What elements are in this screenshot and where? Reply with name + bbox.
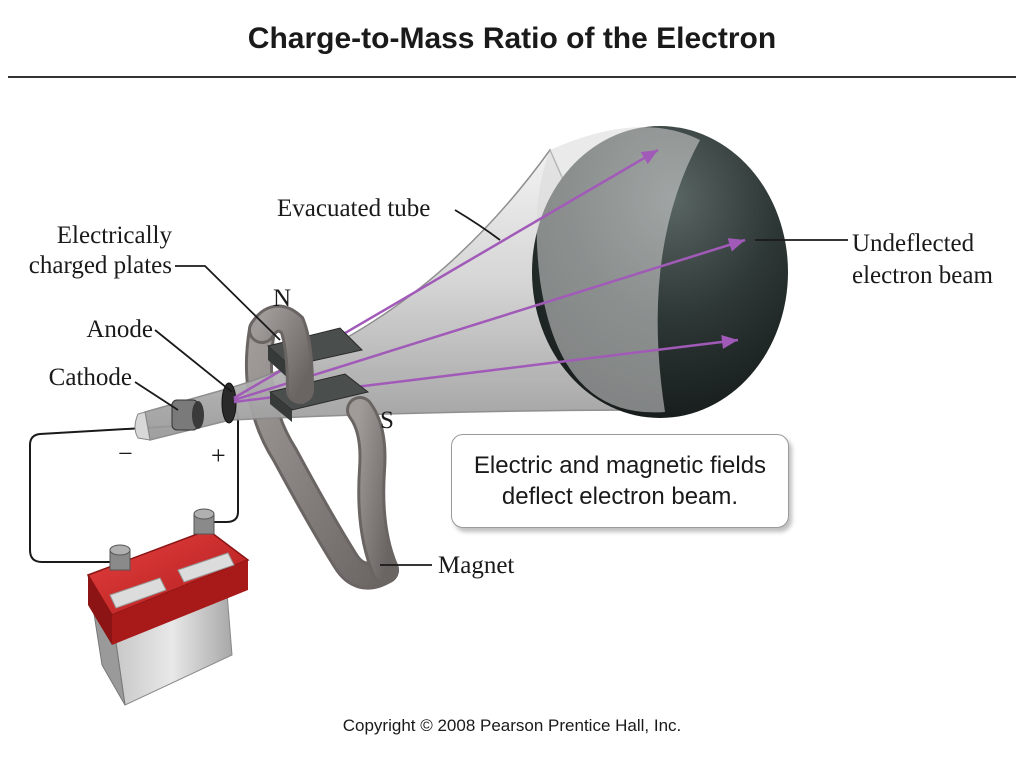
label-anode: Anode — [86, 316, 153, 343]
leader-lines — [134, 209, 848, 566]
label-magnet: Magnet — [438, 552, 514, 579]
label-undeflected-line1: Undeflected — [852, 230, 975, 257]
label-evacuated-tube: Evacuated tube — [277, 195, 430, 222]
label-south-pole: S — [380, 407, 394, 434]
battery — [86, 508, 250, 706]
label-plates-line1: Electrically — [57, 222, 173, 249]
cathode — [171, 399, 204, 431]
beam-deflected-up-arrowhead — [640, 150, 658, 165]
title-divider — [8, 76, 1016, 78]
battery-negative-terminal — [109, 544, 131, 571]
page-title: Charge-to-Mass Ratio of the Electron — [247, 22, 777, 55]
callout-box: Electric and magnetic fields deflect ele… — [451, 434, 789, 528]
callout-line2: deflect electron beam. — [501, 483, 739, 510]
label-undeflected-line2: electron beam — [852, 262, 993, 289]
label-cathode: Cathode — [49, 364, 132, 391]
beam-deflected-down-arrowhead — [721, 335, 738, 349]
callout-line1: Electric and magnetic fields — [473, 452, 767, 479]
phosphor-screen — [532, 126, 788, 418]
circuit-minus-sign: − — [118, 439, 133, 468]
beam-undeflected — [233, 238, 746, 402]
copyright-notice: Copyright © 2008 Pearson Prentice Hall, … — [342, 716, 682, 735]
magnet-front — [248, 304, 399, 584]
circuit-plus-sign: + — [211, 441, 226, 470]
battery-positive-terminal — [193, 508, 215, 535]
beam-undeflected-arrowhead — [727, 238, 745, 252]
label-north-pole: N — [273, 285, 291, 312]
label-plates-line2: charged plates — [29, 252, 172, 279]
